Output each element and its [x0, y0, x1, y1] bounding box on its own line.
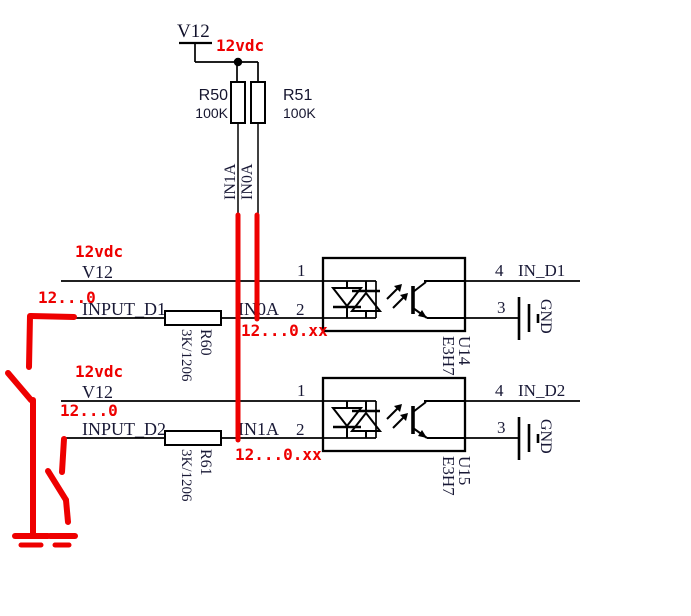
series-resistor-value: 3K/1206 — [178, 449, 194, 502]
power-net-label: V12 — [177, 21, 210, 42]
junction-dot — [233, 57, 243, 67]
red-note-ch1-12vdc: 12vdc — [75, 242, 123, 261]
input-channel-2: V12 1 INPUT_D2 R61 3K/1206 IN1A 2 — [61, 376, 580, 502]
resistor-value: 100K — [283, 105, 316, 121]
opto-part: E3H7 — [439, 456, 458, 496]
opto-outline — [321, 256, 467, 333]
net-label-in1a: IN1A — [222, 163, 239, 200]
series-resistor-ref: R60 — [197, 329, 214, 356]
sketched-switch-2 — [45, 436, 78, 548]
led-rails — [323, 280, 377, 319]
red-annotation-top-12vdc: 12vdc — [216, 36, 264, 55]
red-note-ch2-12vdc: 12vdc — [75, 362, 123, 381]
optocoupler-u14: U14 E3H7 — [321, 256, 474, 376]
red-note-ch2-net: 12...0.xx — [235, 445, 322, 464]
optocoupler-u15: U15 E3H7 — [321, 376, 474, 496]
output-net-label: IN_D2 — [518, 381, 565, 400]
red-note-ch1-input: 12...0 — [38, 288, 96, 307]
led-diode-up-icon — [349, 401, 383, 438]
emission-arrows-icon — [386, 404, 408, 429]
led-diode-down-icon — [330, 281, 364, 318]
ground-label: GND — [537, 419, 554, 454]
pin4-number: 4 — [495, 381, 504, 400]
pin4-number: 4 — [495, 261, 504, 280]
ground-label: GND — [537, 299, 554, 334]
rail-net-label: V12 — [82, 382, 113, 402]
resistor-ref: R51 — [283, 87, 312, 104]
led-diode-up-icon — [349, 281, 383, 318]
switch2-wire-bottom — [63, 497, 71, 525]
opto-outline — [321, 376, 467, 453]
power-feed-wire — [194, 43, 259, 82]
ground-symbol-icon — [517, 297, 540, 340]
sketched-switch-1 — [5, 313, 77, 548]
switch2-blade — [45, 468, 69, 503]
resistor-body — [230, 81, 246, 124]
ground-symbol-icon — [517, 417, 540, 460]
switch1-stub — [28, 313, 77, 320]
rail-net-label: V12 — [82, 262, 113, 282]
switch1-blade — [5, 370, 34, 403]
input-net-label: INPUT_D2 — [82, 419, 166, 439]
red-note-ch1-net: 12...0.xx — [241, 321, 328, 340]
opto-part: E3H7 — [439, 336, 458, 376]
phototransistor-icon — [411, 400, 465, 439]
switch1-wire-top — [26, 313, 33, 370]
led-rails — [323, 400, 377, 439]
pin1-number: 1 — [297, 261, 306, 280]
pin1-number: 1 — [297, 381, 306, 400]
emission-arrows-icon — [386, 284, 408, 309]
series-resistor-body — [164, 430, 222, 446]
switch2-wire-top — [59, 436, 67, 475]
pin3-number: 3 — [497, 418, 506, 437]
led-diode-down-icon — [330, 401, 364, 438]
opto-ref: U14 — [455, 336, 474, 366]
phototransistor-icon — [411, 280, 465, 319]
output-net-label: IN_D1 — [518, 261, 565, 280]
pullup-resistor-r51: R51 100K IN0A — [239, 81, 316, 318]
resistor-body — [250, 81, 266, 124]
series-resistor-value: 3K/1206 — [178, 329, 194, 382]
pin2-net-label: IN1A — [238, 419, 279, 439]
input-channel-1: V12 1 INPUT_D1 R60 3K/1206 IN0A 2 — [61, 256, 580, 382]
pin3-number: 3 — [497, 298, 506, 317]
series-resistor-ref: R61 — [197, 449, 214, 476]
pin2-number: 2 — [296, 420, 305, 439]
series-resistor-body — [164, 310, 222, 326]
top-power-rail: V12 12vdc R50 100K IN1A R51 100K IN0A — [177, 21, 316, 438]
resistor-value: 100K — [195, 105, 228, 121]
pin2-number: 2 — [296, 300, 305, 319]
resistor-ref: R50 — [199, 87, 228, 104]
red-note-ch2-input: 12...0 — [60, 401, 118, 420]
net-label-in0a: IN0A — [239, 163, 256, 200]
pullup-resistor-r50: R50 100K IN1A — [195, 81, 246, 438]
input-net-label: INPUT_D1 — [82, 299, 166, 319]
red-annotations: 12vdc 12...0 12...0.xx 12vdc 12...0 12..… — [5, 212, 328, 548]
opto-ref: U15 — [455, 456, 474, 485]
